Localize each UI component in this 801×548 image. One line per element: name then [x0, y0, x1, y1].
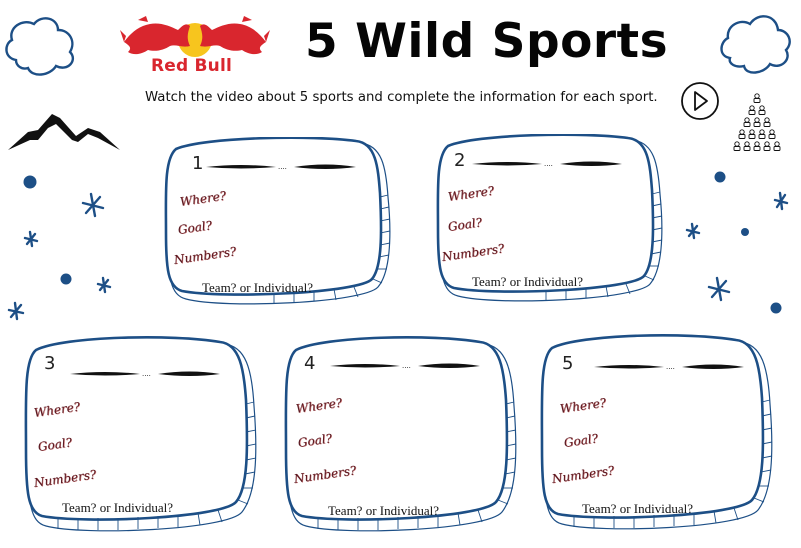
- svg-text:....: ....: [544, 159, 553, 168]
- team-or-individual-label: Team? or Individual?: [202, 280, 313, 295]
- play-button-icon[interactable]: [680, 81, 720, 121]
- sport-card-4: 4 .... Where? Goal? Numbers? Team? or In…: [284, 336, 526, 536]
- dot-icon: [741, 228, 749, 236]
- svg-text:....: ....: [278, 162, 287, 171]
- sport-name-blank[interactable]: ....: [472, 159, 622, 169]
- card-frame: [164, 137, 391, 305]
- star-icon: [81, 192, 105, 218]
- sport-card-1: 1 .... Where? Goal? Numbers? Team? or In…: [164, 137, 400, 307]
- dot-icon: [770, 302, 782, 314]
- decor-right: [685, 171, 789, 314]
- sport-card-3: 3 .... Where? Goal? Numbers? Team? or In…: [24, 336, 266, 536]
- star-icon: [96, 276, 112, 294]
- star-icon: [685, 222, 701, 240]
- sport-card-2: 2 .... Where? Goal? Numbers? Team? or In…: [436, 134, 672, 304]
- people-pyramid-icon: [733, 93, 781, 151]
- page-title: 5 Wild Sports: [305, 14, 669, 69]
- svg-text:....: ....: [666, 362, 675, 371]
- card-frame: [284, 336, 517, 532]
- team-or-individual-label: Team? or Individual?: [582, 501, 693, 516]
- star-icon: [7, 301, 25, 321]
- dot-icon: [60, 273, 72, 285]
- bulls-logo-icon: [120, 16, 270, 57]
- cloud-icon: [720, 15, 791, 74]
- sport-name-blank[interactable]: ....: [330, 361, 480, 371]
- star-icon: [23, 230, 39, 248]
- dot-icon: [23, 175, 37, 189]
- star-icon: [707, 276, 731, 302]
- sport-card-5: 5 .... Where? Goal? Numbers? Team? or In…: [540, 334, 782, 534]
- card-number: 5: [562, 353, 574, 374]
- sport-name-blank[interactable]: ....: [70, 369, 220, 379]
- star-icon: [773, 191, 789, 211]
- team-or-individual-label: Team? or Individual?: [472, 274, 583, 289]
- brand-logo: [120, 12, 270, 82]
- team-or-individual-label: Team? or Individual?: [62, 500, 173, 515]
- team-or-individual-label: Team? or Individual?: [328, 503, 439, 518]
- brand-name: Red Bull: [151, 56, 233, 76]
- card-number: 1: [192, 153, 204, 174]
- card-number: 3: [44, 353, 56, 374]
- mountain-icon: [8, 114, 120, 150]
- svg-text:....: ....: [142, 369, 151, 378]
- sport-name-blank[interactable]: ....: [594, 362, 744, 372]
- sport-name-blank[interactable]: ....: [206, 162, 356, 172]
- instructions-text: Watch the video about 5 sports and compl…: [145, 90, 658, 105]
- cloud-icon: [5, 17, 75, 76]
- card-frame: [436, 134, 663, 302]
- svg-text:....: ....: [402, 361, 411, 370]
- dot-icon: [714, 171, 726, 183]
- decor-left: [7, 175, 112, 321]
- card-number: 4: [304, 353, 316, 374]
- card-frame: [24, 336, 257, 532]
- card-number: 2: [454, 150, 466, 171]
- card-frame: [540, 334, 773, 530]
